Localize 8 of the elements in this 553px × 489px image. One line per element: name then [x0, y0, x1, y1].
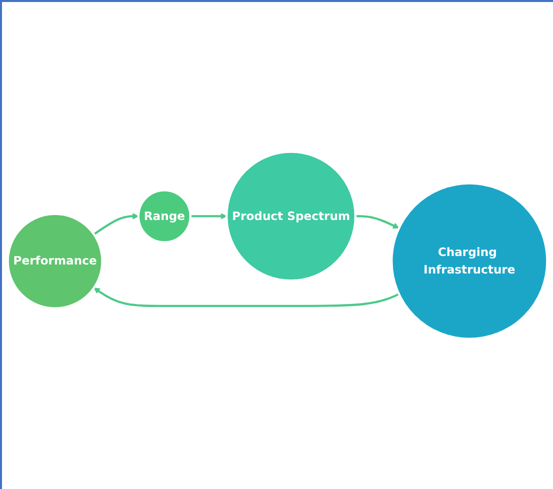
arrow: [93, 213, 139, 236]
node-circle: Product Spectrum: [225, 150, 357, 282]
arrow: [94, 288, 400, 308]
node-circle: Charging Infrastructure: [390, 182, 548, 340]
node-circle: Range: [137, 189, 192, 244]
arrow: [355, 215, 400, 229]
arrow: [190, 213, 227, 220]
node-circle: Performance: [6, 212, 104, 310]
